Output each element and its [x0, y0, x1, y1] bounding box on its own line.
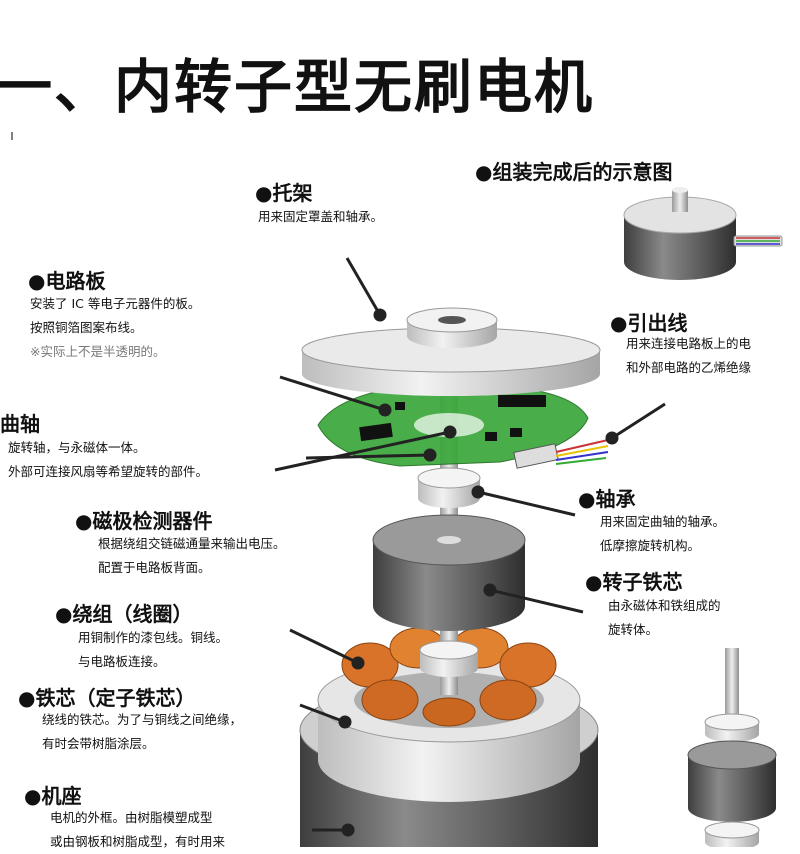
winding-label: ●绕组（线圈） [55, 602, 193, 626]
bracket-label: ●托架 [255, 181, 313, 205]
assembled-label: ●组装完成后的示意图 [475, 160, 673, 184]
bracket-description: 用来固定罩盖和轴承。 [258, 209, 384, 224]
bearing-label: ●轴承 [578, 487, 636, 511]
assembled-motor-icon [623, 187, 783, 280]
hall-sensor-label: ●磁极检测器件 [75, 509, 213, 533]
winding-description: 用铜制作的漆包线。铜线。 与电路板连接。 [78, 630, 229, 669]
stator-core-description: 绕线的铁芯。为了与铜线之间绝缘， 有时会带树脂涂层。 [42, 712, 243, 751]
rotor-core-label: ●转子铁芯 [585, 570, 683, 594]
rotor-core-part [372, 514, 526, 631]
lead-wire-label: ●引出线 [610, 311, 688, 335]
page-title: 一、内转子型无刷电机 [0, 53, 595, 121]
lower-bearing-part [419, 640, 479, 677]
housing-description: 电机的外框。由树脂模塑成型 或由钢板和树脂成型，有时用来 [50, 810, 226, 849]
pcb-label: ●电路板 [28, 269, 106, 293]
shaft-description: 旋转轴，与永磁体一体。 外部可连接风扇等希望旋转的部件。 [8, 440, 209, 479]
rotor-assembly-icon [687, 648, 777, 847]
housing-label: ●机座 [24, 784, 82, 808]
stator-core-label: ●铁芯（定子铁芯） [18, 686, 196, 710]
leader-lines [274, 257, 666, 837]
hall-sensor-description: 根据绕组交链磁通量来输出电压。 配置于电路板背面。 [98, 536, 286, 575]
bracket-part [301, 307, 601, 396]
lead-wire-description: 用来连接电路板上的电 和外部电路的乙烯绝缘 [626, 336, 752, 375]
pcb-description: 安装了 IC 等电子元器件的板。 按照铜箔图案布线。 ※实际上不是半透明的。 [30, 296, 201, 359]
upper-bearing-part [417, 467, 481, 508]
shaft-label: 曲轴 [0, 412, 40, 436]
bearing-description: 用来固定曲轴的轴承。 低摩擦旋转机构。 [600, 514, 726, 553]
rotor-core-description: 由永磁体和铁组成的 旋转体。 [608, 598, 721, 637]
lead-wire-part [513, 439, 609, 469]
